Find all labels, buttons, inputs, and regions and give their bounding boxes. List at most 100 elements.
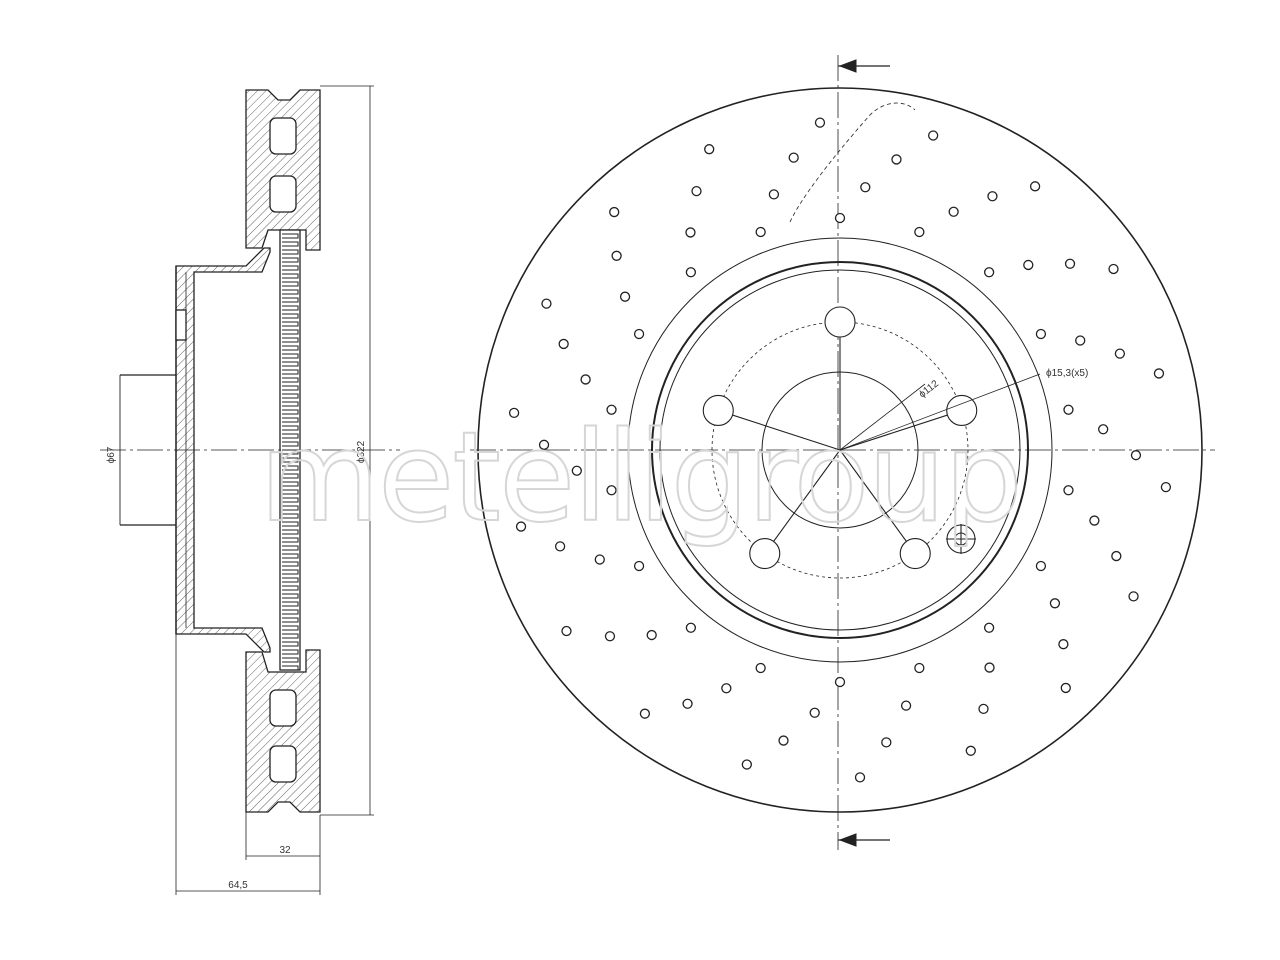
vent-tooth: [282, 577, 299, 583]
drill-hole: [1160, 481, 1172, 493]
bolt-holes: [702, 306, 978, 570]
drill-hole: [983, 267, 995, 278]
vent-tooth: [282, 617, 299, 623]
vent-tooth: [282, 345, 299, 351]
vent-tooth: [282, 609, 299, 615]
drill-hole: [983, 622, 995, 633]
vent-tooth: [282, 257, 299, 263]
vent-slot: [269, 175, 297, 213]
vent-tooth: [282, 409, 299, 415]
vent-tooth: [282, 537, 299, 543]
vent-slot: [269, 689, 297, 727]
vent-tooth: [282, 649, 299, 655]
section-top-ring: [245, 89, 321, 251]
vent-tooth: [282, 273, 299, 279]
vent-tooth: [282, 465, 299, 471]
vent-tooth: [282, 545, 299, 551]
vent-tooth: [282, 393, 299, 399]
section-bottom-ring: [245, 649, 321, 813]
drill-hole: [682, 698, 693, 709]
drill-hole: [685, 267, 697, 278]
vent-tooth: [282, 289, 299, 295]
drill-hole: [721, 683, 732, 694]
drill-hole: [978, 703, 989, 715]
vent-tooth: [282, 241, 299, 247]
drill-hole: [778, 735, 789, 746]
vent-tooth: [282, 601, 299, 607]
pcd-label: ϕ112: [917, 378, 941, 400]
bolt-radial-line: [718, 409, 841, 451]
drill-holes: [508, 117, 1172, 783]
bolt-hole: [899, 538, 931, 570]
drill-hole: [834, 676, 846, 688]
drill-hole: [1114, 348, 1126, 359]
vent-tooth: [282, 401, 299, 407]
vent-tooth: [282, 585, 299, 591]
drill-hole: [619, 291, 631, 302]
drill-hole: [1098, 424, 1109, 435]
drill-hole: [809, 707, 820, 718]
drill-hole: [984, 662, 995, 673]
drill-hole: [755, 226, 766, 238]
vent-tooth: [282, 249, 299, 255]
drill-hole: [558, 338, 569, 350]
hub-diameter-label: ϕ67: [106, 446, 117, 463]
drill-hole: [604, 631, 616, 642]
drill-hole: [900, 700, 912, 711]
vent-tooth: [282, 521, 299, 527]
drill-hole: [1153, 368, 1165, 379]
drill-hole: [987, 191, 998, 202]
vent-tooth: [282, 329, 299, 335]
drill-hole: [1058, 639, 1069, 650]
vent-tooth: [282, 353, 299, 359]
drill-hole: [860, 182, 871, 193]
drill-hole: [1023, 259, 1034, 271]
bolt-hole: [749, 538, 781, 570]
thickness-label: 32: [279, 845, 291, 856]
vent-tooth: [282, 665, 299, 671]
drill-hole: [633, 560, 645, 572]
drill-hole: [554, 541, 566, 552]
section-arrow-bottom: [838, 833, 857, 847]
vent-tooth: [282, 561, 299, 567]
drill-hole: [515, 521, 527, 532]
drill-hole: [768, 189, 780, 200]
drill-hole: [914, 226, 925, 238]
drill-hole: [606, 404, 617, 415]
drill-hole: [541, 298, 552, 309]
drill-hole: [571, 465, 582, 476]
vent-slot: [269, 745, 297, 783]
vent-tooth: [282, 233, 299, 239]
drill-hole: [914, 662, 925, 674]
drill-hole: [788, 152, 799, 163]
drill-hole: [1130, 450, 1142, 461]
drill-hole: [755, 662, 766, 674]
vent-tooth: [282, 553, 299, 559]
drill-hole: [1060, 682, 1071, 694]
rotation-mark: [789, 102, 916, 223]
drill-hole: [834, 212, 846, 224]
drill-hole: [1108, 263, 1119, 275]
drill-hole: [881, 737, 892, 748]
vent-tooth: [282, 265, 299, 271]
drill-hole: [1035, 328, 1047, 340]
total-height-label: 64,5: [228, 880, 248, 891]
bolt-hole: [824, 306, 856, 338]
hub-notch: [175, 309, 187, 341]
section-view: [100, 85, 400, 895]
vent-tooth: [282, 297, 299, 303]
drill-hole: [928, 130, 939, 141]
vent-tooth: [282, 489, 299, 495]
drill-hole: [965, 745, 976, 756]
vent-tooth: [282, 305, 299, 311]
vent-tooth: [282, 497, 299, 503]
vent-tooth: [282, 417, 299, 423]
drill-hole: [854, 772, 866, 783]
drill-hole: [685, 227, 696, 238]
bolt-hole: [946, 394, 978, 426]
drill-hole: [639, 708, 651, 719]
vent-slot: [269, 117, 297, 155]
vent-tooth: [282, 481, 299, 487]
